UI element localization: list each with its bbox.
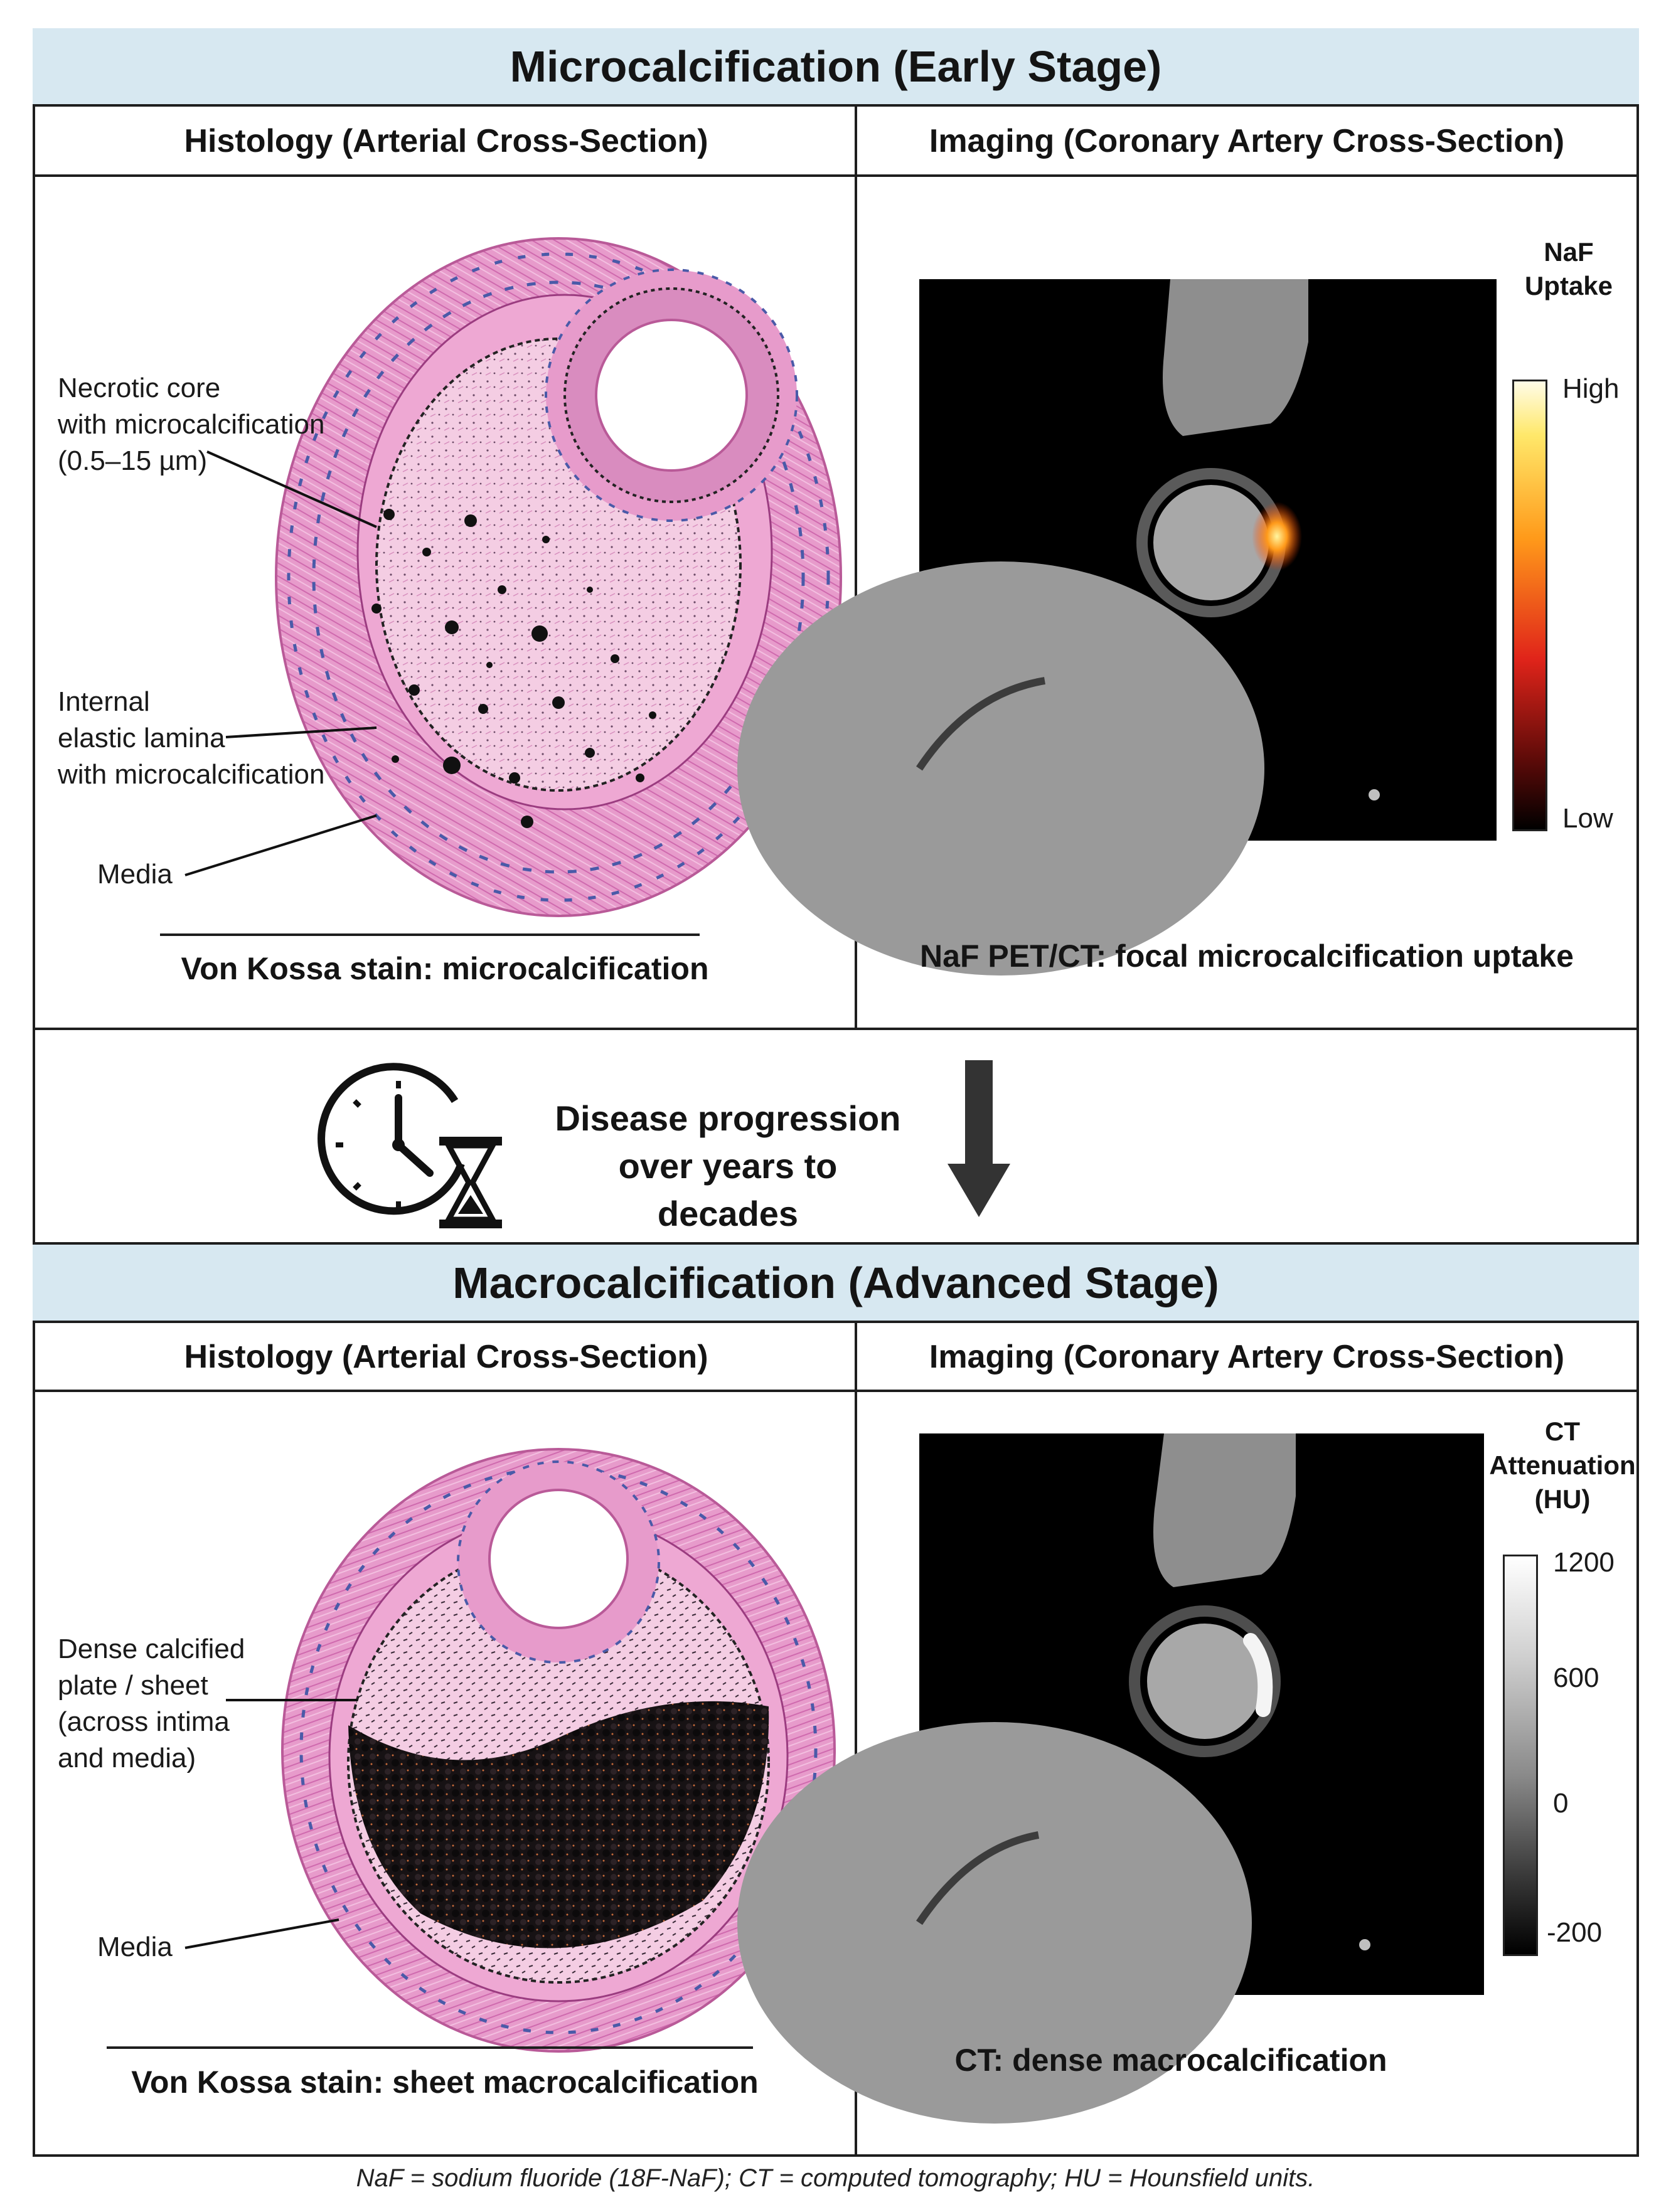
media-label: Media [97,1932,173,1962]
top-imaging-header: Imaging (Coronary Artery Cross-Section) [929,123,1565,159]
bottom-histology-illustration [281,1448,836,2053]
bottom-stage-title: Macrocalcification (Advanced Stage) [33,1245,1639,1323]
bottom-imaging-header: Imaging (Coronary Artery Cross-Section) [929,1338,1565,1375]
progression-text: Disease progression over years to decade… [555,1098,901,1233]
divider [33,1390,1639,1392]
hourglass-icon [439,1137,502,1228]
divider [855,1323,857,2157]
top-histology-header: Histology (Arterial Cross-Section) [184,123,708,159]
naf-uptake-title: NaF Uptake [1524,237,1613,300]
scale-tick-label: 1200 [1553,1547,1615,1578]
scale-tick-label: 600 [1553,1662,1599,1693]
ct-attenuation-title: CT Attenuation (HU) [1489,1417,1636,1514]
bottom-ct-image [737,1433,1484,2124]
divider [33,1242,1639,1245]
clock-icon [318,1063,465,1215]
media-label: Media [97,859,173,890]
internal-elastic-lamina-label: Internal elastic lamina with microcalcif… [58,686,325,790]
scale-tick-label: -200 [1547,1917,1603,1948]
scale-high-label: High [1562,373,1620,404]
arrow-down-icon [948,1060,1010,1217]
bottom-imaging-caption: CT: dense macrocalcification [954,2043,1387,2078]
divider [33,174,1639,177]
divider [33,1028,1639,1030]
divider [855,107,857,1029]
top-histology-caption: Von Kossa stain: microcalcification [181,951,709,986]
bottom-histology-caption: Von Kossa stain: sheet macrocalcificatio… [131,2065,759,2100]
top-histology-illustration [275,237,842,917]
caption-rule [107,2046,753,2049]
caption-rule [160,933,700,936]
bottom-histology-header: Histology (Arterial Cross-Section) [184,1338,708,1375]
dense-calcified-plate-label: Dense calcified plate / sheet (across in… [58,1634,245,1773]
necrotic-core-label: Necrotic core with microcalcification (0… [58,373,325,476]
footnote: NaF = sodium fluoride (18F-NaF); CT = co… [356,2164,1315,2192]
scale-tick-label: 0 [1553,1788,1569,1819]
top-stage-title: Microcalcification (Early Stage) [33,28,1639,107]
top-imaging-caption: NaF PET/CT: focal microcalcification upt… [920,939,1574,974]
naf-uptake-colorbar [1512,380,1547,831]
top-pet-ct-image [737,279,1497,976]
ct-attenuation-colorbar [1503,1555,1538,1956]
scale-low-label: Low [1562,803,1613,834]
